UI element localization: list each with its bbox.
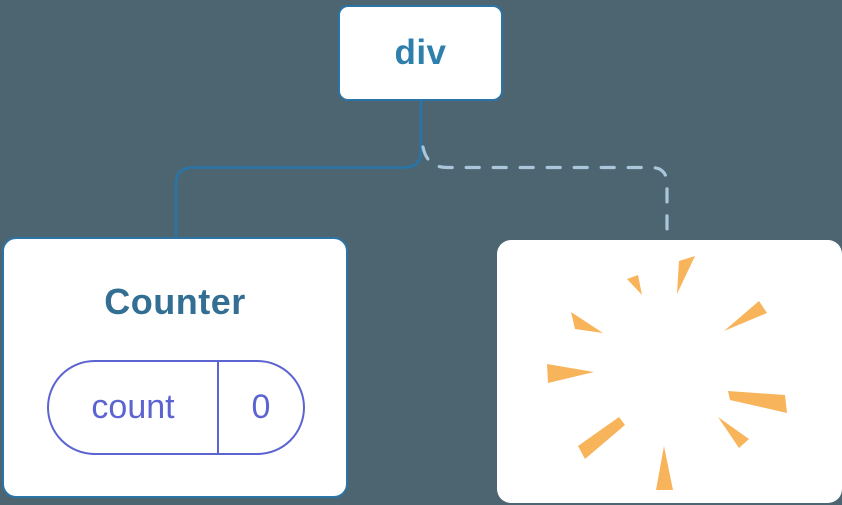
state-key-label: count [49,362,219,453]
root-div-node: div [338,5,503,101]
solid-connector-line [174,99,423,240]
state-pill: count 0 [47,360,305,455]
state-value: 0 [251,388,271,426]
removed-node-card [497,240,842,503]
counter-node-title: Counter [104,281,246,322]
root-node-label: div [394,33,447,72]
poof-burst-icon [547,256,787,490]
dashed-connector-line [421,145,669,242]
counter-node-card: Counter count 0 [2,237,348,498]
